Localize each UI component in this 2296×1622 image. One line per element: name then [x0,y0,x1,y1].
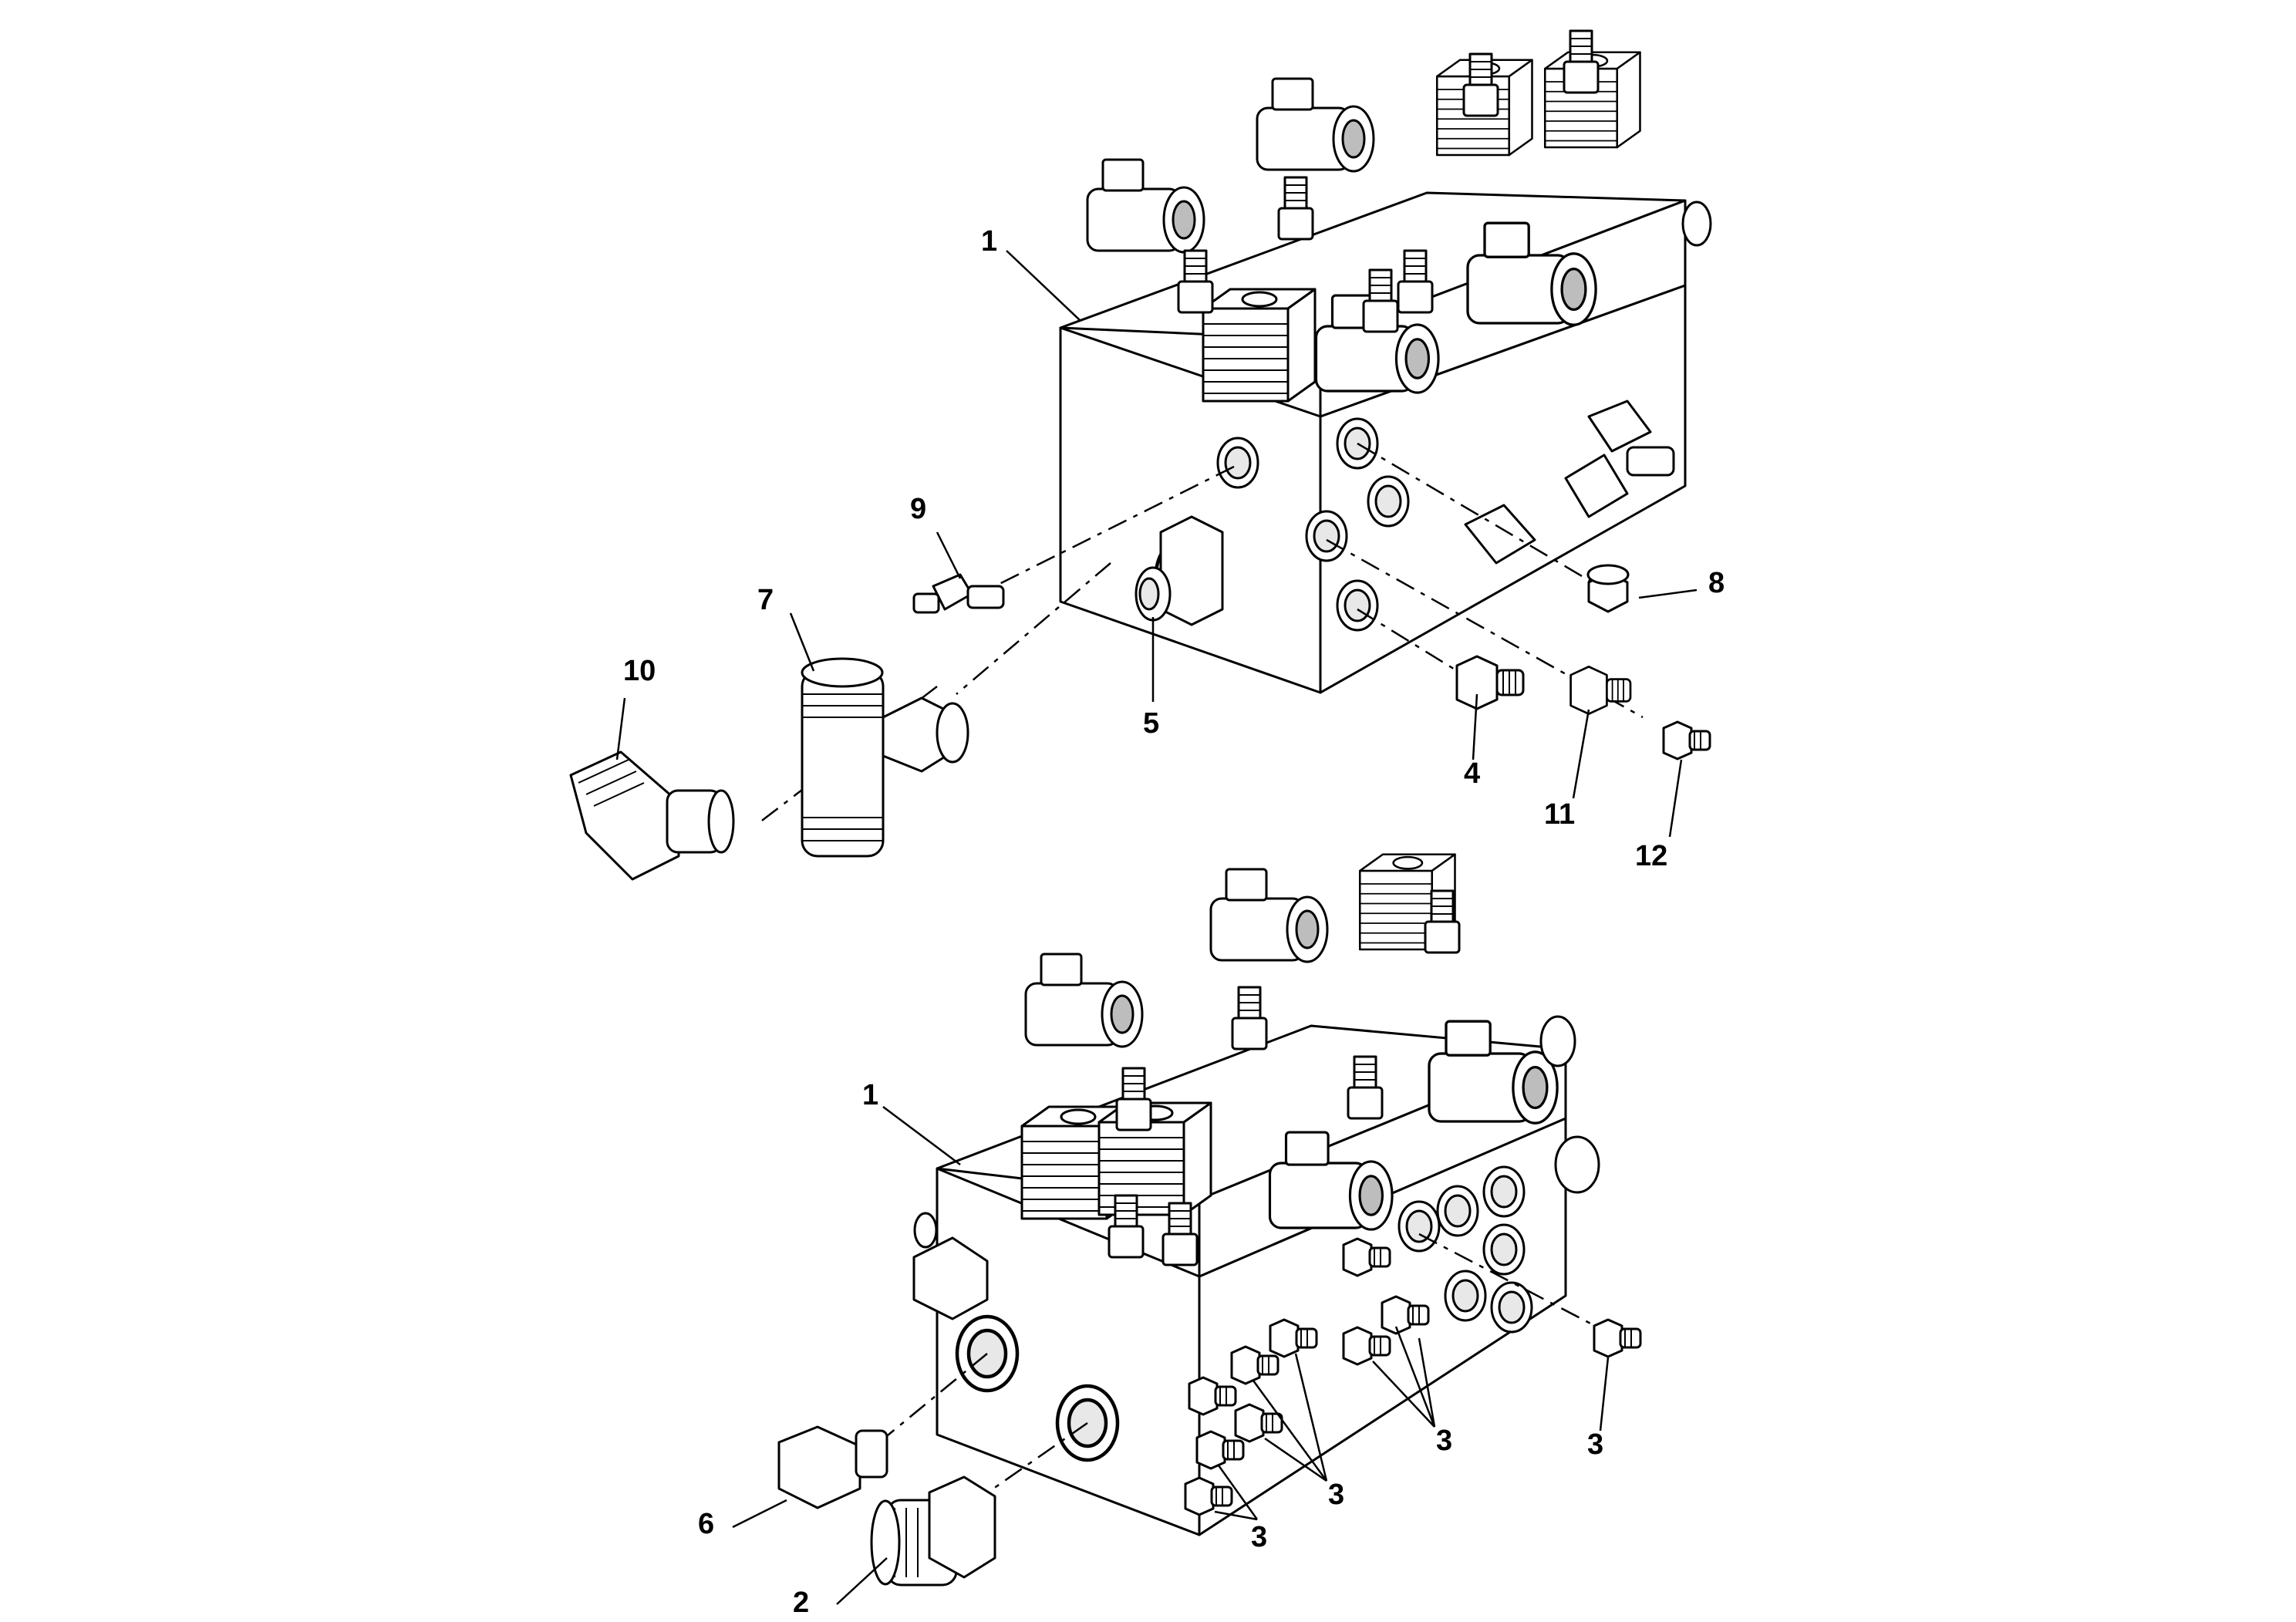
callout-6: 6 [698,1508,714,1540]
top-valve-manifold-assembly [569,29,1712,1358]
callout-3-single: 3 [1587,1428,1603,1461]
callout-3-cluster-left: 3 [1251,1521,1267,1553]
part-12-fitting-icon [1662,720,1711,760]
callout-3-cluster-right: 3 [1436,1425,1452,1457]
callout-10: 10 [623,655,656,687]
side-fitting-icon [1464,201,1712,565]
callout-7: 7 [757,584,774,616]
callout-1-top: 1 [981,225,997,258]
bottom-valve-manifold-assembly [777,853,1600,1587]
part-2-fitting-icon [870,1475,996,1587]
callout-11: 11 [1544,798,1575,831]
part-9-elbow-icon [912,573,1005,614]
part-11-nut-icon [1569,666,1632,715]
callout-3-cluster-middle: 3 [1328,1479,1344,1511]
part-3-single-fitting-icon [1593,1318,1642,1358]
part-5-fitting-icon [1135,515,1224,626]
callout-5: 5 [1143,707,1159,740]
leader-lines [615,250,1698,1605]
callout-2: 2 [793,1587,809,1619]
part-4-fitting-icon [1455,655,1525,710]
callout-8: 8 [1708,567,1725,599]
part-6-plug-icon [777,1425,888,1509]
callout-1-bottom: 1 [862,1079,878,1111]
callout-4: 4 [1464,757,1480,790]
part-8-plug-icon [1586,564,1630,613]
part-10-elbow-icon [569,750,735,881]
callout-12: 12 [1635,840,1667,872]
side-fitting-icon [912,1015,1600,1320]
part-7-tee-icon [801,657,969,858]
callout-9: 9 [910,493,926,525]
